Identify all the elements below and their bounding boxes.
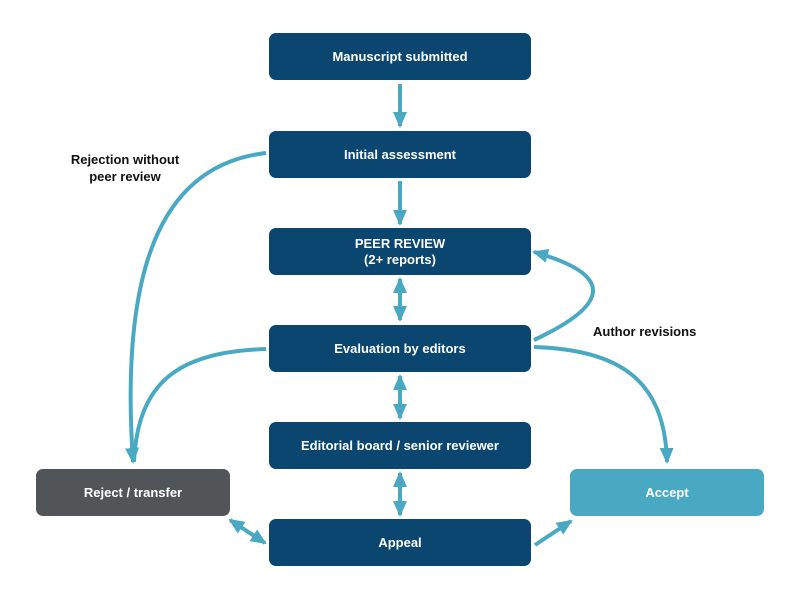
node-peer-review-sublabel: (2+ reports) xyxy=(364,251,436,267)
node-appeal: Appeal xyxy=(269,519,531,566)
node-evaluation-by-editors: Evaluation by editors xyxy=(269,325,531,372)
node-accept-label: Accept xyxy=(645,484,689,500)
annotation-rejection-line-1: Rejection without xyxy=(70,152,180,167)
node-editorial-board: Editorial board / senior reviewer xyxy=(269,422,531,469)
arrow-initial-to-reject xyxy=(125,151,267,464)
node-editorial-board-label: Editorial board / senior reviewer xyxy=(301,437,499,453)
arrow-evaluation-to-accept xyxy=(533,345,674,464)
node-appeal-label: Appeal xyxy=(378,534,422,550)
node-peer-review-label: PEER REVIEW xyxy=(354,235,446,251)
arrow-evaluation-to-reject xyxy=(132,347,267,463)
annotation-author-revisions: Author revisions xyxy=(593,323,696,340)
node-evaluation-label: Evaluation by editors xyxy=(334,340,466,356)
node-manuscript-submitted: Manuscript submitted xyxy=(269,33,531,80)
arrow-evaluation-to-peer-review xyxy=(532,249,595,342)
annotation-rejection-without-peer-review: Rejection without peer review xyxy=(45,151,205,185)
node-accept: Accept xyxy=(570,469,764,516)
annotation-rejection-line-2: peer review xyxy=(89,169,161,184)
annotation-author-revisions-text: Author revisions xyxy=(593,324,697,339)
node-manuscript-submitted-label: Manuscript submitted xyxy=(332,48,468,64)
node-reject-transfer-label: Reject / transfer xyxy=(83,484,183,500)
node-initial-assessment-label: Initial assessment xyxy=(344,146,456,162)
node-initial-assessment: Initial assessment xyxy=(269,131,531,178)
arrow-appeal-to-accept xyxy=(533,519,573,547)
arrow-reject-appeal xyxy=(228,518,267,545)
node-peer-review: PEER REVIEW (2+ reports) xyxy=(269,228,531,275)
node-reject-transfer: Reject / transfer xyxy=(36,469,230,516)
